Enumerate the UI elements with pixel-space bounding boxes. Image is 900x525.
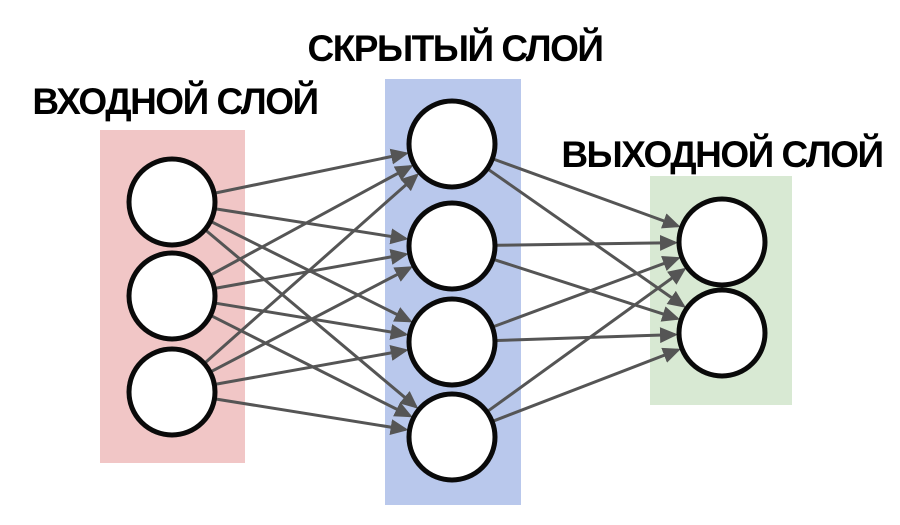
output-neuron xyxy=(676,287,768,379)
connection-arrow-hidden-to-output xyxy=(493,256,681,328)
output-layer-label: ВЫХОДНОЙ СЛОЙ xyxy=(561,133,882,175)
input-neuron xyxy=(126,156,218,248)
connection-arrow-input-to-hidden xyxy=(216,249,409,290)
input-layer-label: ВХОДНОЙ СЛОЙ xyxy=(32,80,317,122)
hidden-neuron xyxy=(406,200,498,292)
connection-arrow-hidden-to-output xyxy=(493,347,681,423)
connection-arrow-hidden-to-output xyxy=(493,157,681,229)
hidden-neuron xyxy=(406,98,498,190)
connection-arrow-hidden-to-output xyxy=(488,168,686,308)
connection-arrow-input-to-hidden xyxy=(211,266,413,373)
hidden-layer-label: СКРЫТЫЙ СЛОЙ xyxy=(307,27,602,69)
neuron-nodes xyxy=(126,98,768,483)
connection-arrow-input-to-hidden xyxy=(210,164,414,276)
hidden-neuron xyxy=(406,391,498,483)
connection-arrow-input-to-hidden xyxy=(216,345,409,386)
connection-arrow-input-to-hidden xyxy=(204,173,420,364)
connection-arrow-hidden-to-output xyxy=(494,258,681,322)
connection-arrows xyxy=(204,148,687,436)
connection-arrow-input-to-hidden xyxy=(215,148,409,195)
output-neuron xyxy=(676,196,768,288)
connection-arrow-input-to-hidden xyxy=(216,207,409,245)
input-neuron xyxy=(126,346,218,438)
connection-arrow-hidden-to-output xyxy=(496,327,678,344)
layer-labels: ВХОДНОЙ СЛОЙ СКРЫТЫЙ СЛОЙ ВЫХОДНОЙ СЛОЙ xyxy=(32,27,884,175)
input-neuron xyxy=(126,250,218,342)
connection-arrow-hidden-to-output xyxy=(487,267,687,412)
connection-arrow-hidden-to-output xyxy=(496,234,678,251)
hidden-neuron xyxy=(406,296,498,388)
connection-arrow-input-to-hidden xyxy=(216,397,409,436)
